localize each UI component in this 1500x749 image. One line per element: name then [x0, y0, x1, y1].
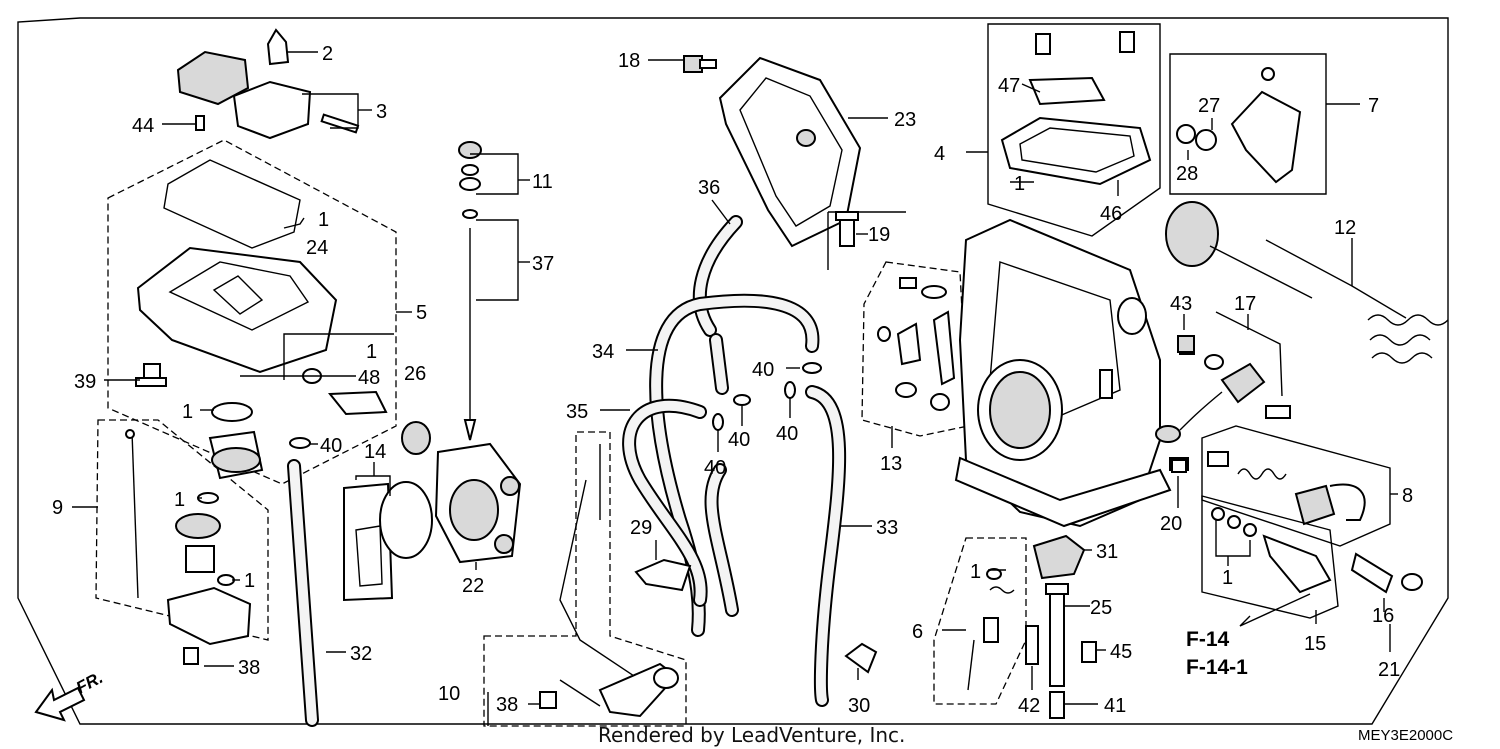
callout-1-float: 1 — [366, 341, 377, 363]
callout-29: 29 — [630, 517, 652, 539]
callout-17: 17 — [1234, 293, 1256, 315]
callout-19: 19 — [868, 224, 890, 246]
callout-43: 43 — [1170, 293, 1192, 315]
callout-15: 15 — [1304, 633, 1326, 655]
carburetor-body — [954, 218, 1172, 528]
callout-5: 5 — [416, 302, 427, 324]
callout-16: 16 — [1372, 605, 1394, 627]
callout-39: 39 — [74, 371, 96, 393]
callout-11: 11 — [532, 171, 553, 193]
jet-group — [933, 534, 1097, 719]
part-20 — [1171, 459, 1187, 473]
callout-14: 14 — [364, 441, 386, 463]
callout-36: 36 — [698, 177, 720, 199]
accelerator-pump-group — [95, 402, 269, 665]
jet-needle-group — [458, 141, 482, 441]
callout-32: 32 — [350, 643, 372, 665]
float-chamber-group — [107, 28, 397, 485]
callout-40-left: 40 — [320, 435, 342, 457]
reference-f14-1[interactable]: F-14-1 — [1186, 656, 1248, 679]
fitting-group — [1169, 425, 1423, 619]
callout-40-mid-c: 40 — [704, 457, 726, 479]
callout-33: 33 — [876, 517, 898, 539]
callout-6: 6 — [912, 621, 923, 643]
callout-38-mid: 38 — [496, 694, 518, 716]
callout-45: 45 — [1110, 641, 1132, 663]
callout-2: 2 — [322, 43, 333, 65]
top-cover — [683, 55, 862, 248]
callout-18: 18 — [618, 50, 640, 72]
callout-10: 10 — [438, 683, 460, 705]
callout-24: 24 — [306, 237, 328, 259]
callout-31: 31 — [1096, 541, 1118, 563]
callout-25: 25 — [1090, 597, 1112, 619]
callout-8: 8 — [1402, 485, 1413, 507]
throttle-sensor-group — [343, 421, 522, 602]
callout-1-pump-lower: 1 — [244, 570, 255, 592]
callout-47: 47 — [998, 75, 1020, 97]
link-rod-group — [483, 431, 687, 727]
callout-4: 4 — [934, 143, 945, 165]
callout-3: 3 — [376, 101, 387, 123]
callout-37: 37 — [532, 253, 554, 275]
callout-7: 7 — [1368, 95, 1379, 117]
callout-13: 13 — [880, 453, 902, 475]
callout-1-fitting: 1 — [1222, 567, 1233, 589]
diagram-frame — [17, 17, 1449, 725]
callout-12: 12 — [1334, 217, 1356, 239]
callout-40-mid-a: 40 — [728, 429, 750, 451]
throttle-shaft — [1165, 201, 1449, 364]
diagram-code: MEY3E2000C — [1358, 727, 1453, 744]
front-direction-arrow: FR. — [34, 668, 106, 722]
callout-21: 21 — [1378, 659, 1400, 681]
callout-27: 27 — [1198, 95, 1220, 117]
callout-30: 30 — [848, 695, 870, 717]
callout-1-oring: 1 — [182, 401, 193, 423]
callout-34: 34 — [592, 341, 614, 363]
callout-46: 46 — [1100, 203, 1122, 225]
callout-35: 35 — [566, 401, 588, 423]
callout-26: 26 — [404, 363, 426, 385]
callout-40-mid-b: 40 — [776, 423, 798, 445]
callout-1-pump: 1 — [174, 489, 185, 511]
hose-group — [622, 211, 878, 707]
callout-42: 42 — [1018, 695, 1040, 717]
callout-44: 44 — [132, 115, 154, 137]
callout-1-top: 1 — [1014, 173, 1025, 195]
callout-38-left: 38 — [238, 657, 260, 679]
callout-28: 28 — [1176, 163, 1198, 185]
reference-f14[interactable]: F-14 — [1186, 628, 1230, 651]
callout-23: 23 — [894, 109, 916, 131]
callout-22: 22 — [462, 575, 484, 597]
callout-1-jet: 1 — [970, 561, 981, 583]
linkage-group — [861, 261, 969, 437]
callout-1-gasket: 1 — [318, 209, 329, 231]
part-43 — [1177, 335, 1195, 353]
bracket-group — [1169, 53, 1327, 195]
sensor-group — [1155, 339, 1291, 443]
callout-20: 20 — [1160, 513, 1182, 535]
leader-lines — [72, 51, 1407, 726]
callout-41: 41 — [1104, 695, 1126, 717]
callout-labels: 2 3 44 1 24 5 1 48 39 1 40 9 1 1 38 32 2… — [52, 43, 1413, 717]
callout-9: 9 — [52, 497, 63, 519]
callout-40-mid-top: 40 — [752, 359, 774, 381]
watermark: Rendered by LeadVenture, Inc. — [598, 723, 905, 747]
callout-48: 48 — [358, 367, 380, 389]
top-cap-group — [987, 23, 1161, 237]
